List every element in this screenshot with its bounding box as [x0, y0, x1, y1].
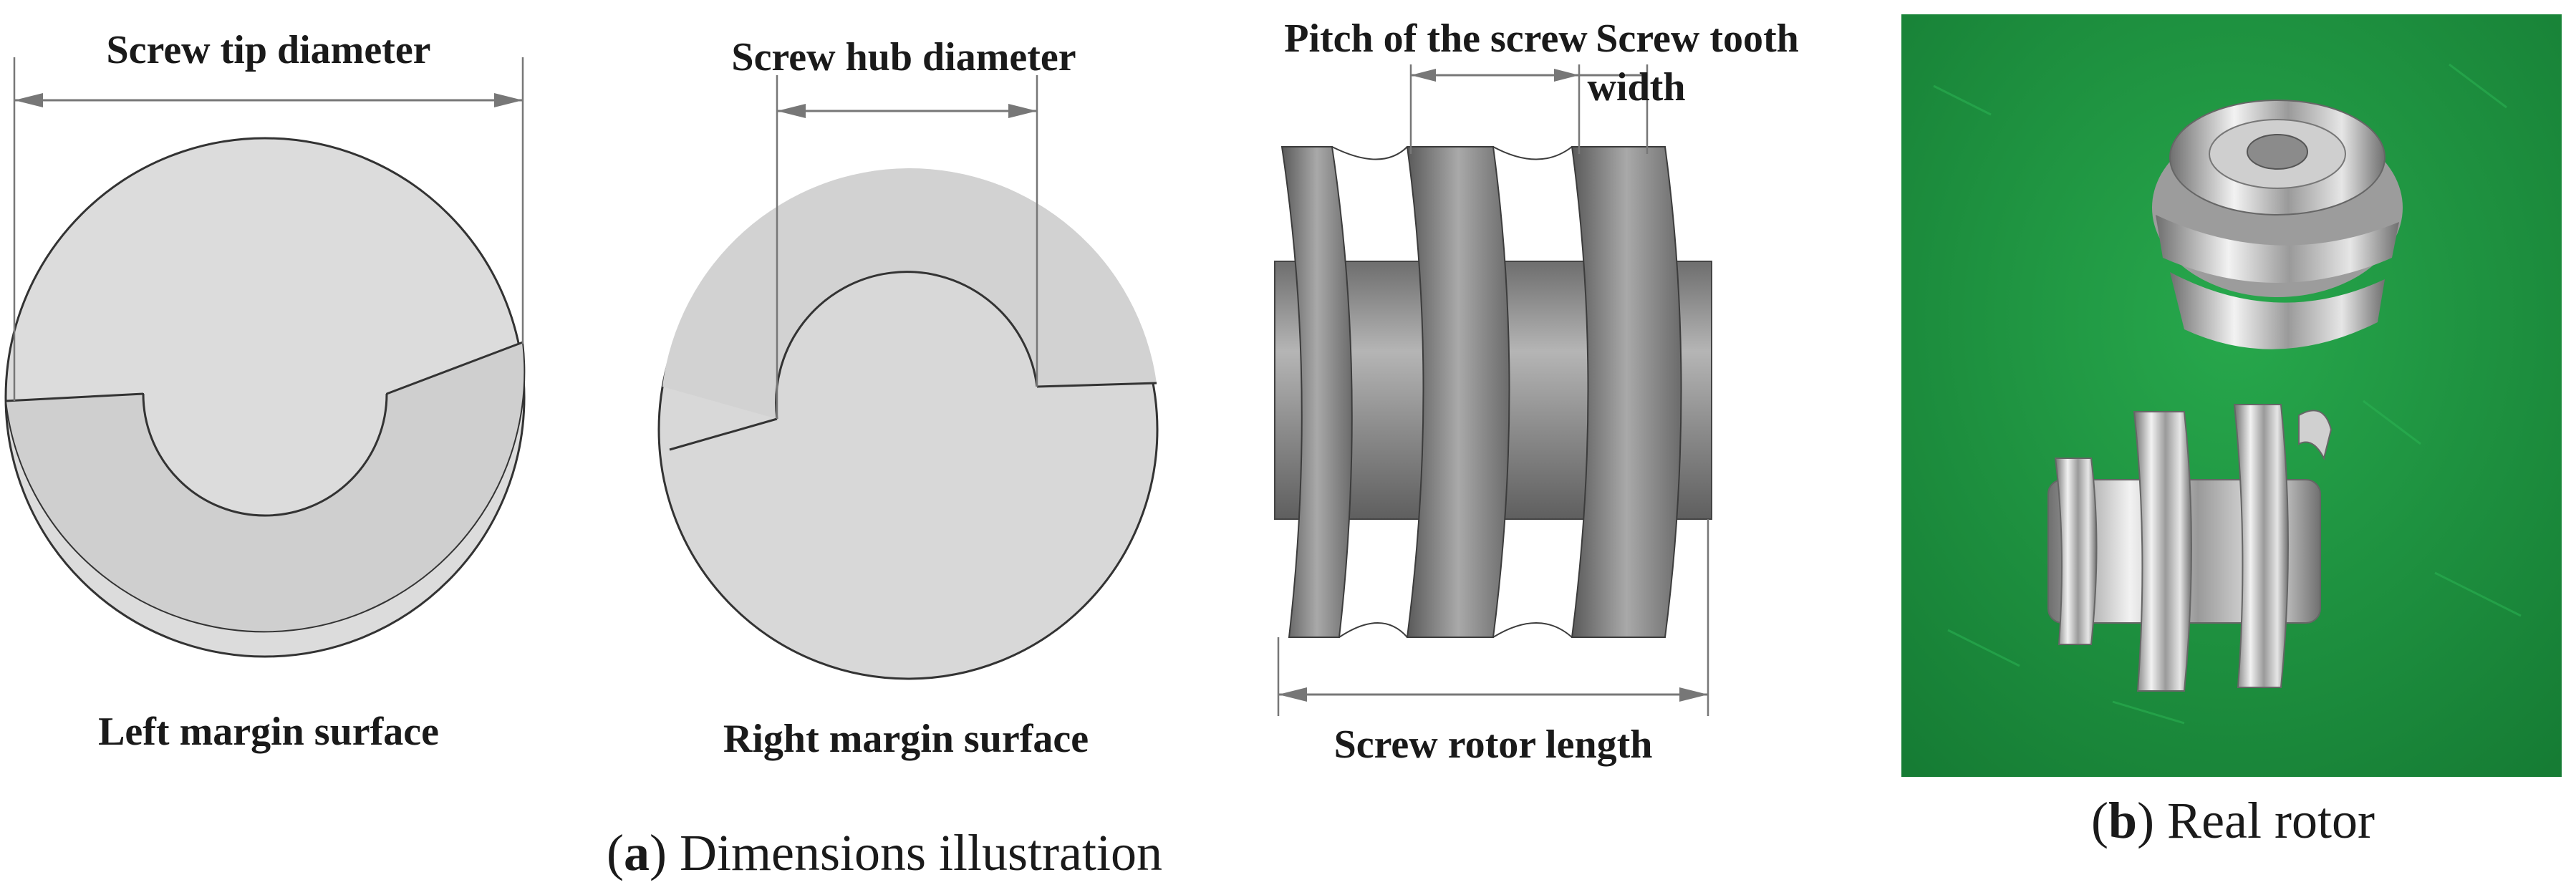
label-left-margin-surface: Left margin surface: [98, 710, 439, 754]
label-screw-tooth-line2: width: [1588, 65, 1686, 110]
label-screw-rotor-length: Screw rotor length: [1334, 722, 1653, 767]
right-margin-surface-disc: [657, 168, 1159, 680]
screw-hub-diameter-dimension: [776, 75, 1038, 419]
caption-panel-a: (a) Dimensions illustration: [607, 824, 1162, 881]
pitch-and-tooth-width-dimension: [1409, 64, 1649, 154]
label-pitch-of-screw: Pitch of the screw: [1284, 16, 1588, 61]
rotor-lower: [2047, 404, 2333, 692]
screw-tip-diameter-dimension: [13, 57, 524, 401]
screw-rotor-length-dimension: [1277, 519, 1709, 716]
label-screw-tip-diameter: Screw tip diameter: [106, 28, 430, 72]
panel-a-dimensions: Screw tip diameter Left margin surface S…: [4, 16, 1799, 881]
left-margin-surface-disc: [4, 137, 526, 658]
real-rotor-photo: [1901, 14, 2562, 777]
label-right-margin-surface: Right margin surface: [723, 717, 1089, 761]
label-screw-tooth-line1: Screw tooth: [1596, 16, 1799, 61]
label-screw-hub-diameter: Screw hub diameter: [731, 35, 1076, 79]
screw-side-view: [1274, 146, 1712, 638]
rotor-upper: [2152, 100, 2403, 349]
caption-panel-b: (b) Real rotor: [2091, 792, 2375, 849]
panel-b-real-rotor: (b) Real rotor: [1901, 14, 2562, 849]
